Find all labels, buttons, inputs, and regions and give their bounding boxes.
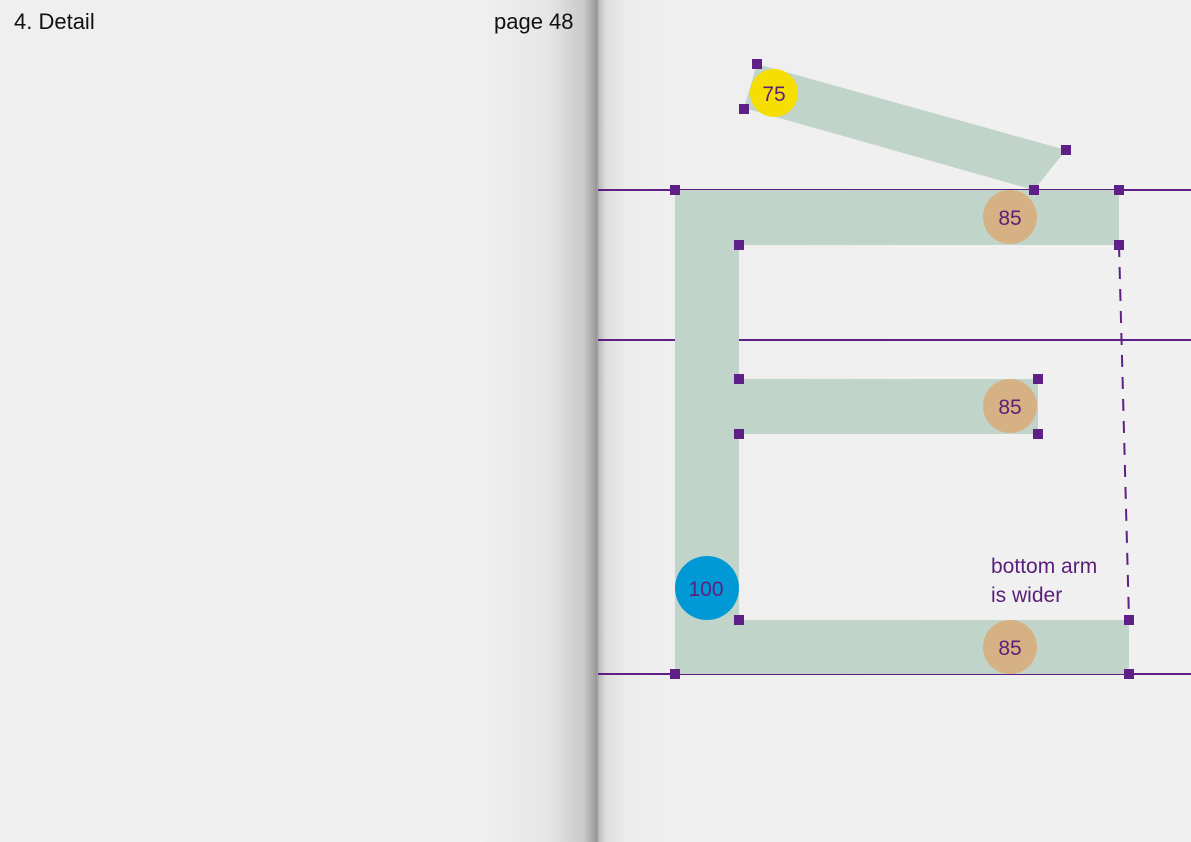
badge-label: 85 [998, 637, 1021, 660]
anchor-point[interactable] [1033, 429, 1043, 439]
anchor-point[interactable] [734, 429, 744, 439]
badge-circle [983, 620, 1037, 674]
left-page: 4. Detail page 48 [0, 0, 596, 842]
anchor-point[interactable] [734, 374, 744, 384]
badge-middle-arm: 85 [983, 379, 1037, 433]
badge-label: 100 [688, 578, 723, 601]
anchor-point[interactable] [734, 615, 744, 625]
page-number: page 48 [494, 9, 574, 34]
anchor-point[interactable] [739, 104, 749, 114]
bottom-arm-stroke [675, 620, 1129, 674]
width-comparison-dashed-line [1118, 244, 1130, 621]
annotation-line-2: is wider [991, 584, 1062, 607]
anchor-point[interactable] [1124, 615, 1134, 625]
badge-top-arm: 85 [983, 190, 1037, 244]
badge-label: 85 [998, 396, 1021, 419]
anchor-point[interactable] [670, 185, 680, 195]
top-arm-stroke [675, 190, 1119, 245]
badge-stem: 100 [675, 556, 739, 620]
badge-circle [750, 69, 798, 117]
anchor-point[interactable] [1114, 240, 1124, 250]
badge-circle [983, 190, 1037, 244]
anchor-point[interactable] [1124, 669, 1134, 679]
anchor-point[interactable] [1033, 374, 1043, 384]
anchor-point[interactable] [1114, 185, 1124, 195]
badge-top-stroke: 75 [750, 69, 798, 117]
anchor-point[interactable] [670, 669, 680, 679]
annotation-line-1: bottom arm [991, 555, 1097, 578]
badge-circle [675, 556, 739, 620]
accent-stroke [744, 64, 1066, 190]
badge-circle [983, 379, 1037, 433]
anchor-point[interactable] [1029, 185, 1039, 195]
badge-label: 75 [762, 83, 785, 106]
section-title: 4. Detail [14, 9, 95, 34]
anchor-point[interactable] [1061, 145, 1071, 155]
anchor-point[interactable] [752, 59, 762, 69]
anchor-points [670, 59, 1134, 679]
badge-bottom-arm: 85 [983, 620, 1037, 674]
badge-label: 85 [998, 207, 1021, 230]
anchor-point[interactable] [734, 240, 744, 250]
